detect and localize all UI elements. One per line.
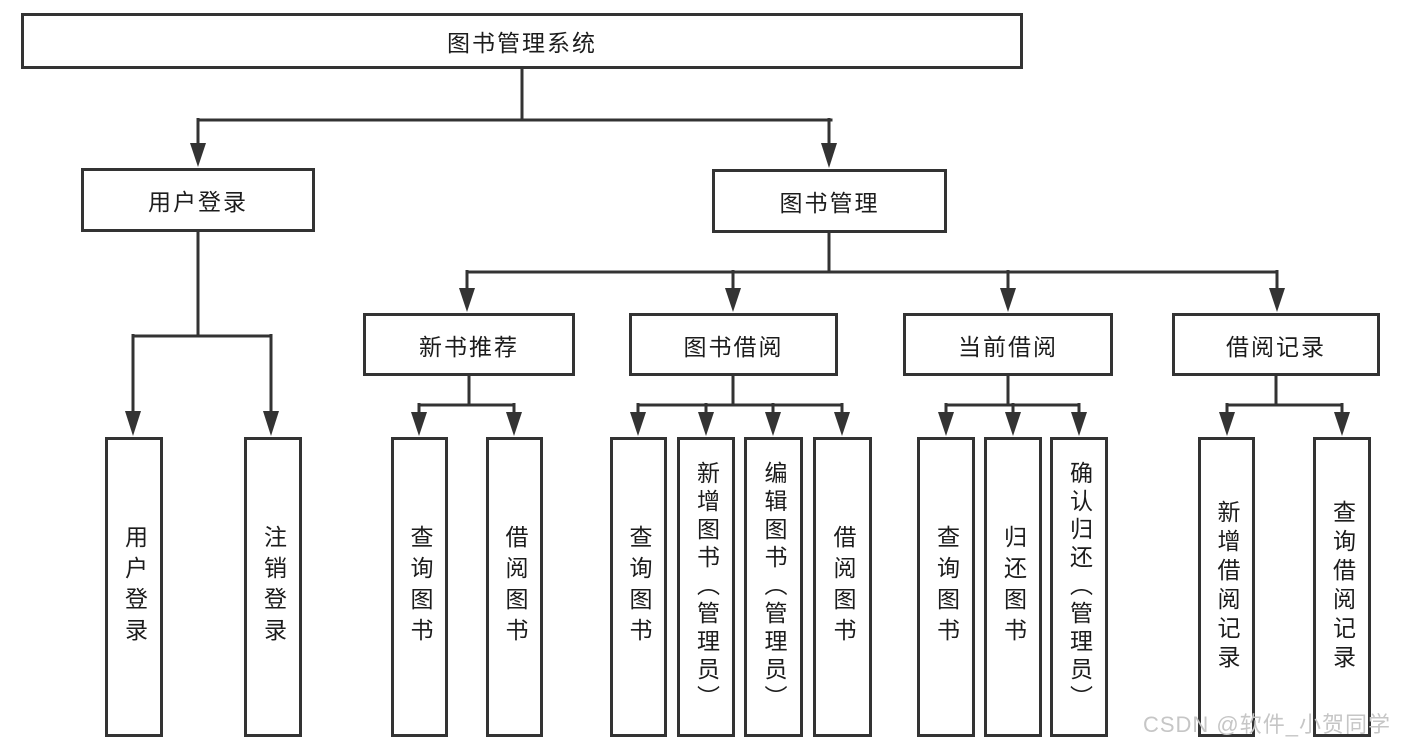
arrowhead-icon — [630, 412, 646, 436]
leaf-add-borrow-record-label: 新增借阅记录 — [1214, 500, 1240, 674]
node-book-management-label: 图书管理 — [779, 190, 880, 216]
arrowhead-icon — [1000, 288, 1016, 312]
arrowhead-icon — [506, 412, 522, 436]
arrowhead-icon — [725, 288, 741, 312]
arrowhead-icon — [1269, 288, 1285, 312]
leaf-borrow-book-2: 借阅图书 — [813, 437, 872, 737]
node-root: 图书管理系统 — [21, 13, 1023, 69]
arrowhead-icon — [190, 143, 206, 167]
leaf-query-borrow-record: 查询借阅记录 — [1313, 437, 1371, 737]
leaf-borrow-book-1-label: 借阅图书 — [502, 525, 528, 649]
leaf-query-book-1-label: 查询图书 — [407, 525, 433, 649]
leaf-logout: 注销登录 — [244, 437, 302, 737]
leaf-return-book: 归还图书 — [984, 437, 1042, 737]
arrowhead-icon — [834, 412, 850, 436]
leaf-edit-book-admin: 编辑图书（管理员） — [744, 437, 803, 737]
node-borrow-record: 借阅记录 — [1172, 313, 1380, 376]
leaf-query-book-3-label: 查询图书 — [933, 525, 960, 649]
node-user-login: 用户登录 — [81, 168, 315, 232]
arrowhead-icon — [1219, 412, 1235, 436]
leaf-query-book-1: 查询图书 — [391, 437, 448, 737]
leaf-query-book-3: 查询图书 — [917, 437, 975, 737]
leaf-confirm-return-admin: 确认归还（管理员） — [1050, 437, 1108, 737]
arrowhead-icon — [938, 412, 954, 436]
leaf-query-book-2-label: 查询图书 — [626, 525, 652, 649]
leaf-confirm-return-admin-label: 确认归还（管理员） — [1066, 461, 1093, 713]
leaf-borrow-book-2-label: 借阅图书 — [830, 525, 856, 649]
arrowhead-icon — [459, 288, 475, 312]
leaf-query-book-2: 查询图书 — [610, 437, 667, 737]
node-new-book-recommend: 新书推荐 — [363, 313, 575, 376]
arrowhead-icon — [765, 412, 781, 436]
node-current-borrow-label: 当前借阅 — [958, 333, 1058, 360]
arrowhead-icon — [125, 411, 141, 436]
node-root-label: 图书管理系统 — [447, 30, 597, 56]
arrowhead-icon — [263, 411, 279, 436]
leaf-add-book-admin-label: 新增图书（管理员） — [693, 461, 720, 713]
arrowhead-icon — [1005, 412, 1021, 436]
leaf-logout-label: 注销登录 — [260, 525, 287, 649]
leaf-user-login-label: 用户登录 — [121, 525, 148, 649]
leaf-add-book-admin: 新增图书（管理员） — [677, 437, 735, 737]
node-borrow-record-label: 借阅记录 — [1226, 333, 1326, 360]
node-book-management: 图书管理 — [712, 169, 947, 233]
leaf-borrow-book-1: 借阅图书 — [486, 437, 543, 737]
csdn-watermark: CSDN @软件_小贺同学 — [1142, 712, 1391, 737]
leaf-query-borrow-record-label: 查询借阅记录 — [1329, 500, 1356, 674]
arrowhead-icon — [821, 143, 837, 168]
leaf-user-login: 用户登录 — [105, 437, 163, 737]
leaf-edit-book-admin-label: 编辑图书（管理员） — [761, 461, 787, 713]
arrowhead-icon — [698, 412, 714, 436]
node-book-borrow-label: 图书借阅 — [683, 333, 784, 360]
node-user-login-label: 用户登录 — [148, 189, 248, 215]
node-current-borrow: 当前借阅 — [903, 313, 1113, 376]
leaf-add-borrow-record: 新增借阅记录 — [1198, 437, 1255, 737]
node-new-book-recommend-label: 新书推荐 — [419, 333, 519, 360]
arrowhead-icon — [411, 412, 427, 436]
node-book-borrow: 图书借阅 — [629, 313, 838, 376]
leaf-return-book-label: 归还图书 — [1000, 525, 1027, 649]
arrowhead-icon — [1334, 412, 1350, 436]
arrowhead-icon — [1071, 412, 1087, 436]
